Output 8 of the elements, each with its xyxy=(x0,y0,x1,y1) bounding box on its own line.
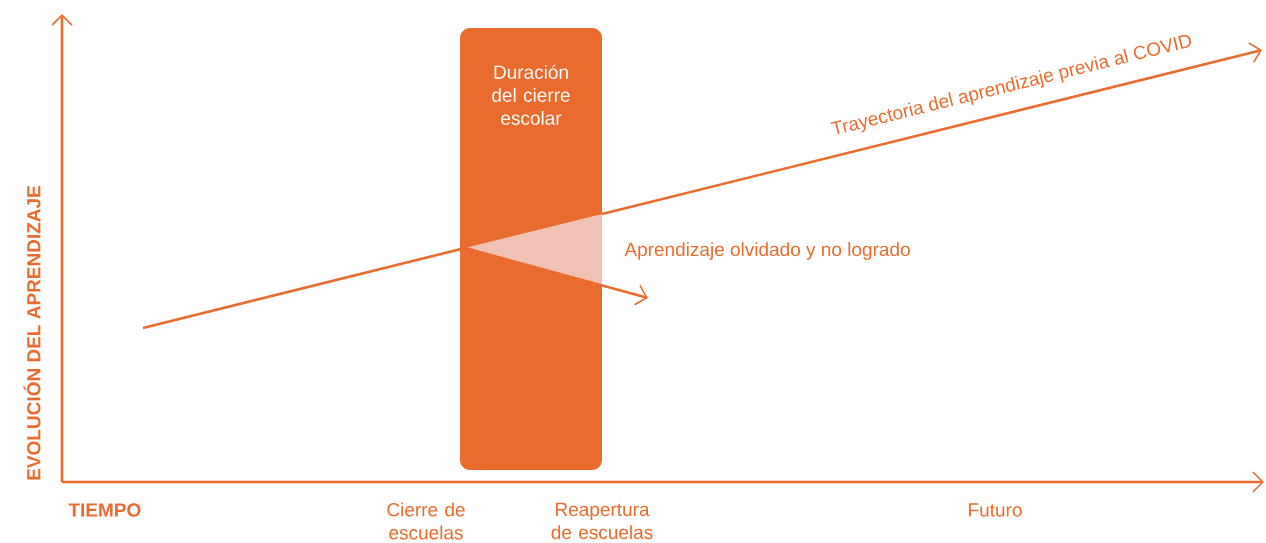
line-label: Aprendizaje olvidado y no logrado xyxy=(624,242,910,260)
tick-label: Reapertura de escuelas xyxy=(551,502,653,540)
tick-label: Futuro xyxy=(969,503,1022,517)
axis-title: EVOLUCIÓN DEL APRENDIZAJE xyxy=(23,185,41,480)
tick-label: Cierre de escuelas xyxy=(387,502,465,540)
duration-bar xyxy=(460,28,602,470)
axis-title: TIEMPO xyxy=(68,503,141,517)
bar-label: Duración del cierre escolar xyxy=(492,64,570,125)
